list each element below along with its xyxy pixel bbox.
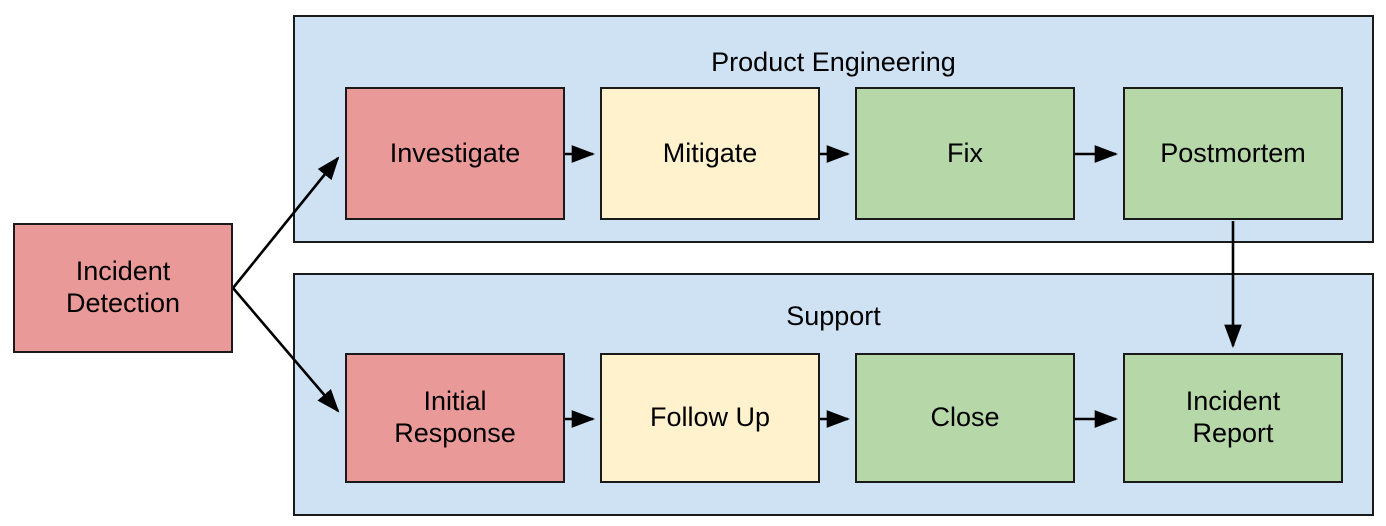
node-label-follow-up: Follow Up <box>649 402 771 433</box>
node-investigate[interactable]: Investigate <box>345 87 565 220</box>
node-label-investigate: Investigate <box>389 137 521 168</box>
node-incident-report[interactable]: Incident Report <box>1123 353 1343 483</box>
node-label-mitigate: Mitigate <box>662 137 758 168</box>
node-label-incident-report: Incident Report <box>1186 386 1281 450</box>
node-mitigate[interactable]: Mitigate <box>600 87 820 220</box>
node-label-close: Close <box>930 402 1000 433</box>
node-postmortem[interactable]: Postmortem <box>1123 87 1343 220</box>
node-label-fix: Fix <box>947 137 983 168</box>
node-label-line-2: Report <box>1192 418 1274 448</box>
node-label-line-1: Incident <box>75 256 171 287</box>
node-label-postmortem: Postmortem <box>1160 137 1306 168</box>
node-label-initial-response: Initial Response <box>394 386 516 450</box>
node-label-line-2: Detection <box>65 288 181 318</box>
node-label-line-2: Response <box>394 418 516 448</box>
node-fix[interactable]: Fix <box>855 87 1075 220</box>
node-label-line-1: Incident <box>1185 386 1281 417</box>
node-follow-up[interactable]: Follow Up <box>600 353 820 483</box>
node-close[interactable]: Close <box>855 353 1075 483</box>
node-incident-detection[interactable]: Incident Detection <box>13 223 233 353</box>
swimlane-title-support: Support <box>786 301 881 331</box>
swimlane-title-product-engineering: Product Engineering <box>711 47 956 77</box>
node-initial-response[interactable]: Initial Response <box>345 353 565 483</box>
node-label-line-1: Initial <box>423 386 487 417</box>
node-label-incident-detection: Incident Detection <box>66 256 180 320</box>
